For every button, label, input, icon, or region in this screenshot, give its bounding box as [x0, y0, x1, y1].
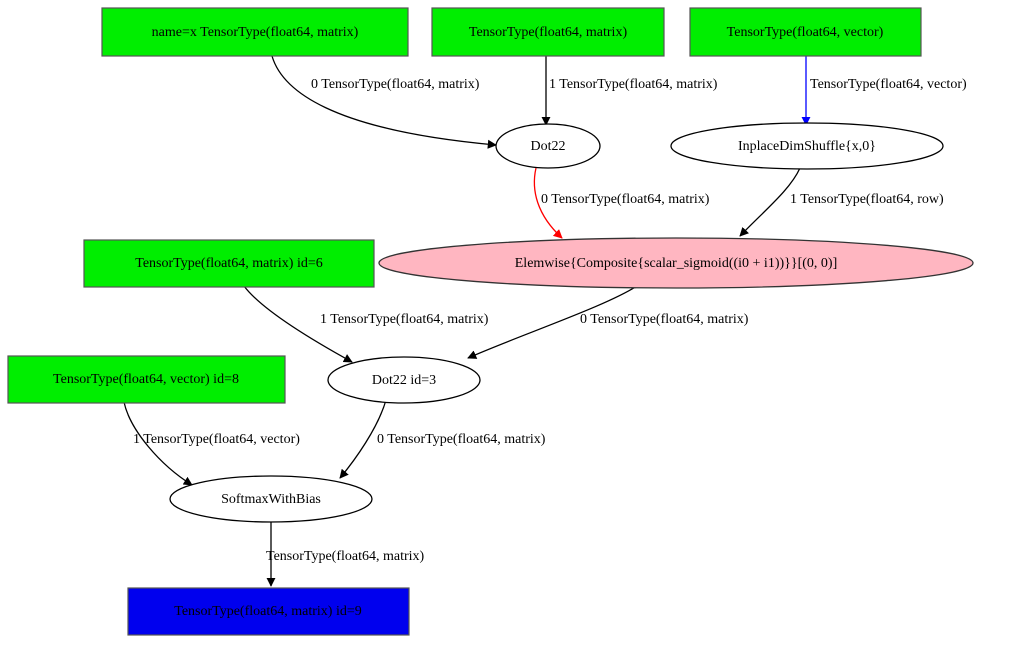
edge-label: 1 TensorType(float64, matrix)	[549, 77, 718, 92]
edge-path	[243, 285, 353, 363]
edge-path	[739, 167, 801, 237]
node-label: Dot22	[531, 139, 566, 154]
edge-label: 0 TensorType(float64, matrix)	[580, 312, 749, 327]
node-input-x[interactable]: name=x TensorType(float64, matrix)	[101, 7, 409, 57]
node-label: TensorType(float64, matrix)	[469, 25, 628, 40]
edge-dot22b-to-softmax: 0 TensorType(float64, matrix)	[339, 399, 546, 479]
node-input-weights-2[interactable]: TensorType(float64, matrix) id=6	[83, 239, 375, 288]
edge-b2-to-softmax: 1 TensorType(float64, vector)	[123, 401, 300, 486]
node-dot22[interactable]: Dot22	[495, 123, 601, 169]
node-inplace-dimshuffle[interactable]: InplaceDimShuffle{x,0}	[670, 122, 944, 170]
edge-w1-to-dot22: 1 TensorType(float64, matrix)	[541, 56, 718, 126]
edge-w2-to-dot22b: 1 TensorType(float64, matrix)	[243, 285, 489, 363]
node-label: TensorType(float64, matrix) id=9	[174, 604, 362, 619]
edge-b1-to-dimshuffle: TensorType(float64, vector)	[801, 56, 967, 126]
node-output[interactable]: TensorType(float64, matrix) id=9	[127, 587, 410, 636]
node-label: Dot22 id=3	[372, 373, 436, 388]
node-input-weights-1[interactable]: TensorType(float64, matrix)	[431, 7, 665, 57]
node-label: Elemwise{Composite{scalar_sigmoid((i0 + …	[515, 256, 838, 271]
node-dot22-id3[interactable]: Dot22 id=3	[327, 356, 481, 404]
edge-in-x-to-dot22: 0 TensorType(float64, matrix)	[271, 55, 497, 149]
edge-label: 0 TensorType(float64, matrix)	[541, 192, 710, 207]
edge-path	[533, 167, 563, 239]
edge-dimshuffle-to-elemwise: 1 TensorType(float64, row)	[739, 167, 944, 237]
edge-label: 1 TensorType(float64, matrix)	[320, 312, 489, 327]
edge-path	[467, 283, 641, 359]
edge-label: 1 TensorType(float64, row)	[790, 192, 944, 207]
node-label: TensorType(float64, matrix) id=6	[135, 256, 323, 271]
node-shape	[169, 475, 373, 523]
node-label: TensorType(float64, vector) id=8	[53, 372, 239, 387]
node-shape	[431, 7, 665, 57]
edge-path	[271, 55, 497, 149]
node-shape	[495, 123, 601, 169]
edge-label: 1 TensorType(float64, vector)	[133, 432, 300, 447]
edge-path	[339, 399, 387, 479]
node-shape	[7, 355, 286, 404]
node-shape	[327, 356, 481, 404]
edge-elemwise-to-dot22b: 0 TensorType(float64, matrix)	[467, 283, 749, 359]
node-shape	[83, 239, 375, 288]
node-shape	[127, 587, 410, 636]
node-shape	[670, 122, 944, 170]
node-label: TensorType(float64, vector)	[727, 25, 884, 40]
node-input-bias-1[interactable]: TensorType(float64, vector)	[689, 7, 922, 57]
edge-label: TensorType(float64, matrix)	[266, 549, 425, 564]
edge-dot22-to-elemwise: 0 TensorType(float64, matrix)	[533, 167, 710, 239]
node-label: InplaceDimShuffle{x,0}	[738, 139, 876, 154]
edge-label: 0 TensorType(float64, matrix)	[311, 77, 480, 92]
node-softmax-with-bias[interactable]: SoftmaxWithBias	[169, 475, 373, 523]
node-label: SoftmaxWithBias	[221, 492, 321, 507]
node-label: name=x TensorType(float64, matrix)	[152, 25, 359, 40]
edge-softmax-to-output: TensorType(float64, matrix)	[266, 522, 425, 587]
edge-label: 0 TensorType(float64, matrix)	[377, 432, 546, 447]
edge-label: TensorType(float64, vector)	[810, 77, 967, 92]
node-elemwise-composite[interactable]: Elemwise{Composite{scalar_sigmoid((i0 + …	[378, 237, 974, 289]
edge-path	[123, 401, 193, 486]
node-shape	[689, 7, 922, 57]
node-shape	[378, 237, 974, 289]
node-input-bias-2[interactable]: TensorType(float64, vector) id=8	[7, 355, 286, 404]
node-shape	[101, 7, 409, 57]
